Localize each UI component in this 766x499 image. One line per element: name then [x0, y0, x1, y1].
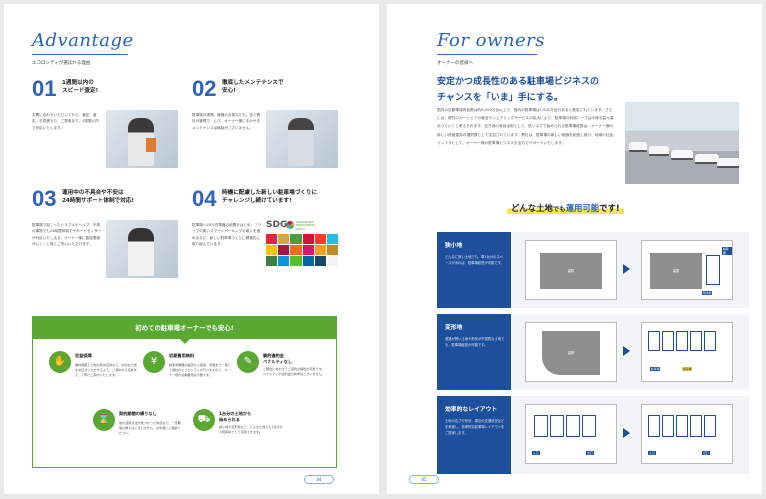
- advantage-heading: 徹底したメンテナンスで 安心!: [222, 80, 284, 94]
- advantage-04: 04 時機に配慮した新しい駐車場づくりに チャレンジし続けています! 駐車場への…: [192, 186, 342, 286]
- advantage-title: Advantage: [32, 30, 134, 51]
- advantage-number: 03: [32, 186, 57, 211]
- case-irregular-land: 変形地 道路が狭い土地や形状が不規則な土地でも、駐車場経営が可能です。 建物 駐…: [437, 314, 749, 390]
- merit-title: 1台分の土地から 始められる: [219, 411, 252, 422]
- car-icon: ⛟: [193, 409, 215, 431]
- arrow-right-icon: [623, 346, 630, 356]
- advantage-number: 01: [32, 76, 57, 101]
- arrow-right-icon: [623, 264, 630, 274]
- hourglass-icon: ⌛: [93, 409, 115, 431]
- advantage-heading: 時機に配慮した新しい駐車場づくりに チャレンジし続けています!: [222, 190, 318, 204]
- advantage-text: 駐車場で起こったトラブルやヘルプ、不測の事態でも24時間体制でサポートセンターが…: [32, 223, 102, 247]
- banner-text-2: でも: [552, 205, 566, 213]
- meter-tag: 精算機: [682, 367, 693, 371]
- case-title: 変形地: [445, 325, 463, 331]
- plan-after: 建物 精算機 駐車場: [641, 240, 733, 300]
- tablet-image: [146, 138, 156, 152]
- merit-title: 初期費用無料: [169, 353, 195, 358]
- sdgs-wheel-icon: [286, 221, 294, 229]
- sdgs-goal-grid: [266, 234, 338, 266]
- building-block: 建物: [542, 331, 600, 375]
- pen-icon: ✎: [237, 351, 259, 373]
- banner-text-1: どんな土地: [511, 203, 553, 213]
- for-owners-subtitle: オーナーの皆様へ: [437, 61, 473, 66]
- banner-text-3: 運用可能: [565, 203, 600, 213]
- advantage-heading: 運用中の不具合や不安は 24時間サポート体制で対応!: [62, 190, 134, 204]
- any-land-banner: どんな土地でも運用可能です!: [507, 202, 624, 214]
- advantage-text: 駐車場の清掃、機器の点検なども、全て弊社の管理で、ムダ、オーナー様にまかせるメン…: [192, 113, 261, 130]
- plan-after: 入口 出口: [641, 404, 733, 464]
- merit-text: ご都合にあわせてご契約の解約が可能です。ペナルティや違約金の請求はございません。: [263, 367, 325, 376]
- worker-image: [288, 118, 314, 166]
- advantage-02: 02 徹底したメンテナンスで 安心! 駐車場の清掃、機器の点検なども、全て弊社の…: [192, 76, 342, 176]
- banner-text-4: です!: [599, 203, 620, 213]
- sdgs-graphic: SDGs SUSTAINABLE DEVELOPMENT GOALS: [266, 220, 338, 278]
- lead-line-2: チャンスを「いま」手にする。: [437, 93, 563, 103]
- entrance-tag: 入口: [532, 451, 540, 455]
- sdgs-caption: SUSTAINABLE DEVELOPMENT GOALS: [296, 221, 316, 231]
- merit-title: 契約期間の縛りなし: [119, 411, 157, 416]
- advantage-photo: [106, 110, 178, 168]
- case-text: どんなに狭い土地でも、車1台分のスペースがあれば、駐車場経営が可能です。: [445, 255, 504, 265]
- case-title: 効率的なレイアウト: [445, 407, 498, 413]
- advantage-subtitle: エコロシティが選ばれる理由: [32, 61, 91, 66]
- meter-tag: 精算機: [722, 247, 732, 255]
- case-title: 狭小地: [445, 243, 463, 249]
- plan-before: 入口 出口: [525, 404, 617, 464]
- advantage-03: 03 運用中の不具合や不安は 24時間サポート体制で対応! 駐車場で起こったトラ…: [32, 186, 182, 286]
- advantage-heading: 1週間以内の スピード査定!: [62, 80, 99, 94]
- merit-title: 収益保障: [75, 353, 92, 358]
- lead-line-1: 安定かつ成長性のある駐車場ビジネスの: [437, 77, 600, 87]
- case-text: 土地の広さや形状、周辺の交通状況などを考慮し、効率的な駐車場レイアウトをご提案し…: [445, 419, 505, 435]
- advantage-01: 01 1週間以内の スピード査定! お問い合わせいただいてから、査定、査定、お見…: [32, 76, 182, 176]
- merit-title: 解約違約金 ペナルティなし: [263, 353, 293, 364]
- operator-image: [128, 228, 154, 276]
- merits-box: 初めての駐車場オーナーでも安心! ✋ 収益保障 賃料保障と土地の有効活用など、大…: [32, 316, 337, 468]
- parking-tag: 駐車場: [650, 367, 661, 371]
- exit-tag: 出口: [702, 451, 710, 455]
- page-number-right: 05: [409, 475, 439, 484]
- case-narrow-land: 狭小地 どんなに狭い土地でも、車1台分のスペースがあれば、駐車場経営が可能です。…: [437, 232, 749, 308]
- building-block: 建物: [540, 253, 602, 289]
- title-rule: [437, 54, 537, 55]
- title-rule: [32, 54, 128, 55]
- parking-tag: 駐車場: [702, 291, 713, 295]
- building-block: 建物: [650, 253, 702, 289]
- left-page: Advantage エコロシティが選ばれる理由 01 1週間以内の スピード査定…: [4, 4, 379, 494]
- advantage-photo: [106, 220, 178, 278]
- hand-icon: ✋: [49, 351, 71, 373]
- parking-lot-photo: [625, 102, 739, 184]
- advantage-photo: [266, 110, 338, 168]
- advantage-text: お問い合わせいただいてから、査定、査定、お見積もり、ご提案まで、1週間以内で対応…: [32, 113, 99, 130]
- advantage-number: 04: [192, 186, 217, 211]
- case-efficient-layout: 効率的なレイアウト 土地の広さや形状、周辺の交通状況などを考慮し、効率的な駐車場…: [437, 396, 749, 474]
- intro-text: 国内の自動車保有台数は約8,000万台以上で、国内の駐車場は1,000万台分ある…: [437, 108, 614, 145]
- advantage-text: 駐車場へのEV充電器の設置をはじめ、フラップの無いスマートパーキングの導入を進め…: [192, 223, 262, 247]
- parking-slot: [706, 255, 720, 285]
- case-text: 道路が狭い土地や形状が不規則な土地でも、駐車場経営が可能です。: [445, 337, 505, 347]
- advantage-number: 02: [192, 76, 217, 101]
- merit-text: 駐車場機器の設置から運営、管理まで一貫して弊社のエコロシティが行いますので、オー…: [169, 363, 231, 377]
- plan-after: 駐車場 精算機: [641, 322, 733, 382]
- sdgs-logo: SDGs: [266, 220, 293, 230]
- arrow-right-icon: [623, 428, 630, 438]
- exit-tag: 出口: [586, 451, 594, 455]
- right-page: For owners オーナーの皆様へ 安定かつ成長性のある駐車場ビジネスの チ…: [387, 4, 762, 494]
- page-number-left: 04: [304, 475, 334, 484]
- merit-text: 賃料保障と土地の有効活用など、大切な土地をお任せいただけるよう、ご契約から完成ま…: [75, 363, 137, 377]
- for-owners-title: For owners: [437, 30, 545, 51]
- merit-text: 他の活用方法が見つかった場合など、一定期間の縛りはございません。お気軽にご相談く…: [119, 421, 181, 435]
- plan-before: 建物: [525, 240, 617, 300]
- yen-icon: ¥: [143, 351, 165, 373]
- merits-heading: 初めての駐車場オーナーでも安心!: [33, 317, 336, 344]
- merit-text: 狭小地や変形地など、どんな土地でも1台分から駐車場として活用できます。: [219, 425, 283, 434]
- lead-copy: 安定かつ成長性のある駐車場ビジネスの チャンスを「いま」手にする。: [437, 74, 599, 106]
- plan-before: 建物: [525, 322, 617, 382]
- entrance-tag: 入口: [648, 451, 656, 455]
